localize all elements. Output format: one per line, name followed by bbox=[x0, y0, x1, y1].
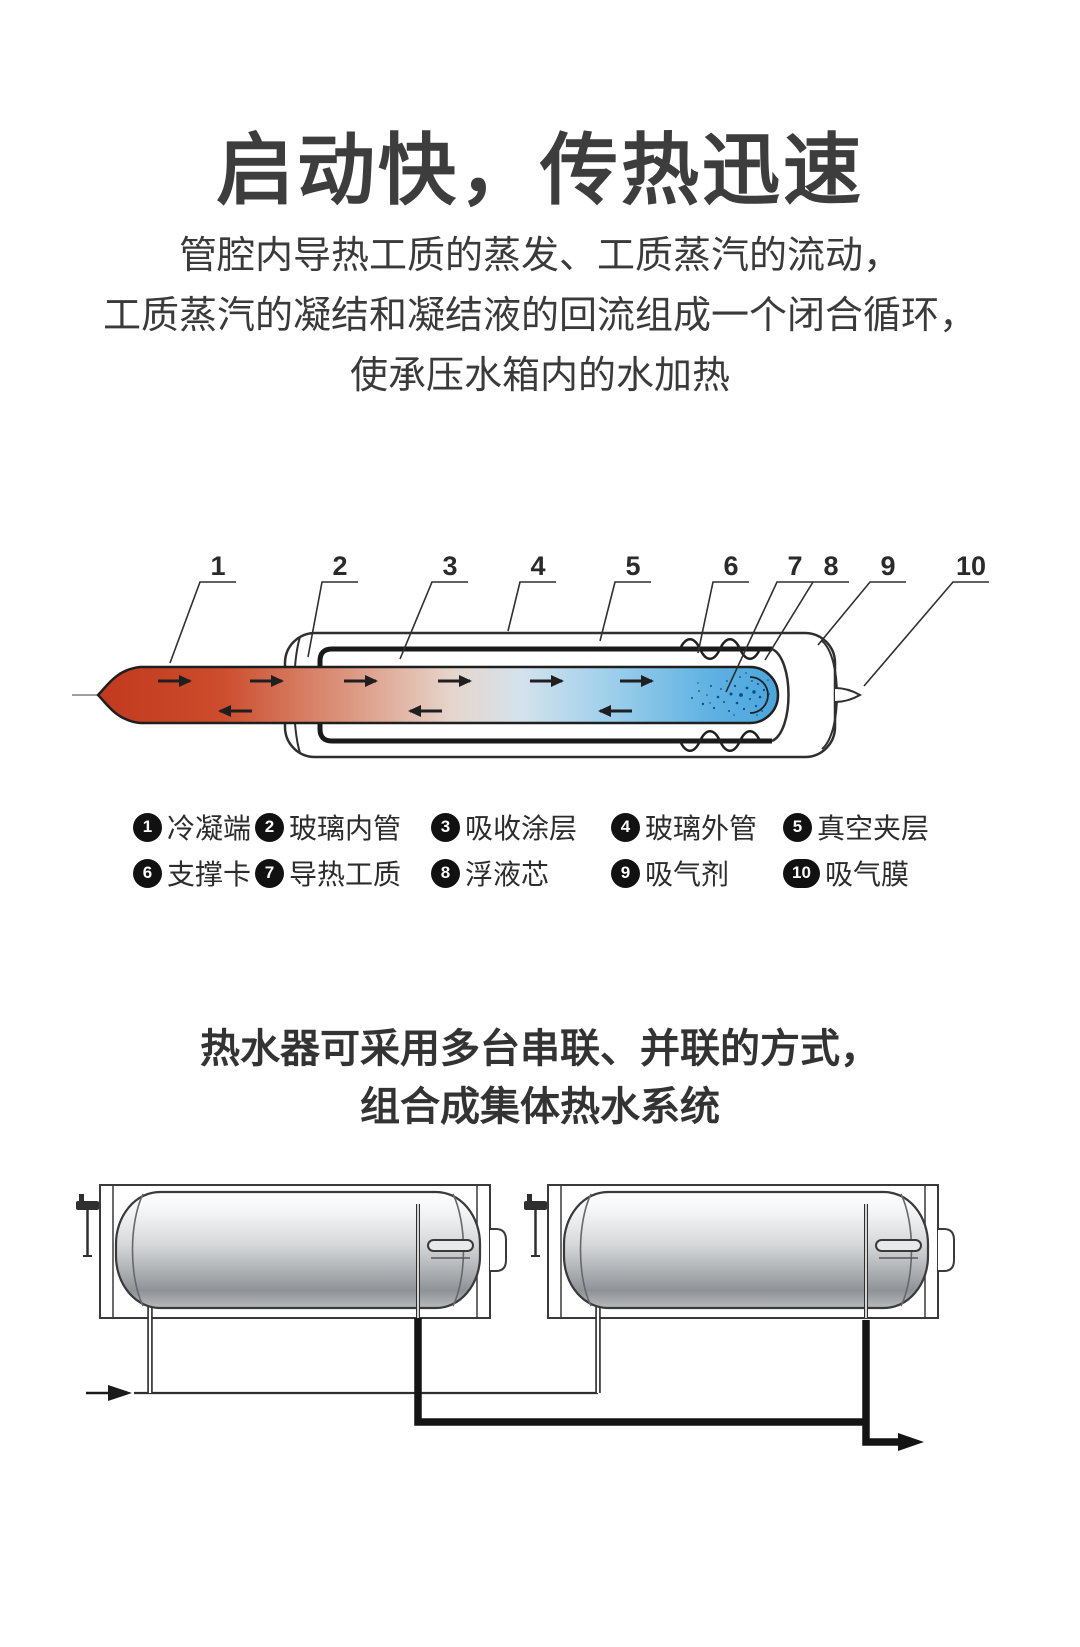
tank-unit-2 bbox=[524, 1185, 954, 1393]
subtitle-line-1: 管腔内导热工质的蒸发、工质蒸汽的流动， bbox=[178, 235, 901, 277]
section-heading: 热水器可采用多台串联、并联的方式， 组合成集体热水系统 bbox=[0, 1020, 1080, 1136]
getter-tip bbox=[834, 687, 863, 703]
legend-label: 导热工质 bbox=[289, 859, 402, 890]
legend-label: 玻璃内管 bbox=[289, 813, 402, 844]
part-label-4: 4 bbox=[530, 551, 545, 581]
tank-end-cap bbox=[490, 1228, 507, 1272]
legend-item: 6 支撑卡 bbox=[133, 856, 255, 890]
part-label-3: 3 bbox=[442, 551, 457, 581]
part-label-6: 6 bbox=[723, 551, 738, 581]
tank-unit-1 bbox=[76, 1184, 507, 1393]
part-label-1: 1 bbox=[210, 551, 225, 581]
outlet-arrow bbox=[898, 1433, 924, 1451]
part-label-5: 5 bbox=[625, 551, 640, 581]
legend-item: 5 真空夹层 bbox=[783, 810, 929, 844]
tank-valve bbox=[76, 1194, 99, 1257]
legend-number-badge: 1 bbox=[133, 812, 162, 842]
part-label-10: 10 bbox=[956, 551, 986, 581]
legend-number-badge: 2 bbox=[255, 812, 284, 842]
page-title: 启动快，传热迅速 bbox=[215, 126, 864, 214]
legend-label: 冷凝端 bbox=[167, 813, 252, 844]
legend-item: 9 吸气剂 bbox=[611, 856, 783, 890]
vacuum-tube-diagram: 1 2 3 4 5 6 7 8 9 10 bbox=[72, 551, 989, 759]
leader-lines bbox=[169, 581, 989, 693]
legend-item: 10 吸气膜 bbox=[783, 856, 929, 890]
outlet-pipe bbox=[862, 1320, 900, 1446]
inlet-flow bbox=[86, 1385, 598, 1401]
legend-number-badge: 7 bbox=[255, 858, 284, 888]
legend-item: 1 冷凝端 bbox=[133, 810, 255, 844]
legend-number-badge: 5 bbox=[783, 812, 812, 842]
legend-number-badge: 6 bbox=[133, 858, 162, 888]
legend-number-badge: 10 bbox=[783, 858, 820, 888]
legend-item: 7 导热工质 bbox=[255, 856, 431, 890]
working-fluid-particles bbox=[691, 672, 770, 716]
inlet-arrow bbox=[108, 1385, 132, 1401]
legend-label: 玻璃外管 bbox=[645, 813, 758, 844]
tank-handle bbox=[427, 1239, 474, 1252]
legend-number-badge: 8 bbox=[431, 858, 460, 888]
part-label-2: 2 bbox=[332, 551, 347, 581]
series-connection-pipe bbox=[414, 1318, 866, 1426]
wick-end-arc bbox=[749, 676, 769, 714]
support-clip-bottom bbox=[678, 730, 762, 752]
section-heading-line-1: 热水器可采用多台串联、并联的方式， bbox=[200, 1027, 880, 1071]
legend-number-badge: 4 bbox=[611, 812, 640, 842]
legend-label: 吸收涂层 bbox=[465, 813, 578, 844]
tank-system-diagram bbox=[76, 1170, 1080, 1451]
subtitle: 管腔内导热工质的蒸发、工质蒸汽的流动， 工质蒸汽的凝结和凝结液的回流组成一个闭合… bbox=[0, 226, 1080, 406]
legend-label: 吸气剂 bbox=[645, 859, 730, 890]
legend-item: 8 浮液芯 bbox=[431, 856, 611, 890]
subtitle-line-2: 工质蒸汽的凝结和凝结液的回流组成一个闭合循环， bbox=[102, 295, 977, 337]
legend-label: 支撑卡 bbox=[167, 859, 252, 890]
support-clip-top bbox=[678, 638, 762, 660]
legend-item: 4 玻璃外管 bbox=[611, 810, 783, 844]
tank-body bbox=[114, 1190, 482, 1310]
legend-label: 吸气膜 bbox=[825, 859, 910, 890]
tank-end-seam-left bbox=[131, 1193, 144, 1307]
legend-number-badge: 9 bbox=[611, 858, 640, 888]
legend-item: 2 玻璃内管 bbox=[255, 810, 431, 844]
part-label-9: 9 bbox=[880, 551, 895, 581]
legend-label: 真空夹层 bbox=[817, 813, 930, 844]
section-heading-line-2: 组合成集体热水系统 bbox=[360, 1085, 720, 1129]
legend-number-badge: 3 bbox=[431, 812, 460, 842]
parts-legend: 1 冷凝端 2 玻璃内管 3 吸收涂层 4 玻璃外管 5 真空夹层 6 支撑卡 … bbox=[133, 810, 929, 890]
legend-label: 浮液芯 bbox=[465, 859, 550, 890]
part-number-labels: 1 2 3 4 5 6 7 8 9 10 bbox=[210, 551, 986, 581]
part-label-8: 8 bbox=[823, 551, 838, 581]
heat-pipe bbox=[96, 665, 780, 725]
subtitle-line-3: 使承压水箱内的水加热 bbox=[349, 355, 730, 397]
legend-item: 3 吸收涂层 bbox=[431, 810, 611, 844]
part-label-7: 7 bbox=[787, 551, 802, 581]
inner-tube-right-dome bbox=[771, 647, 790, 743]
